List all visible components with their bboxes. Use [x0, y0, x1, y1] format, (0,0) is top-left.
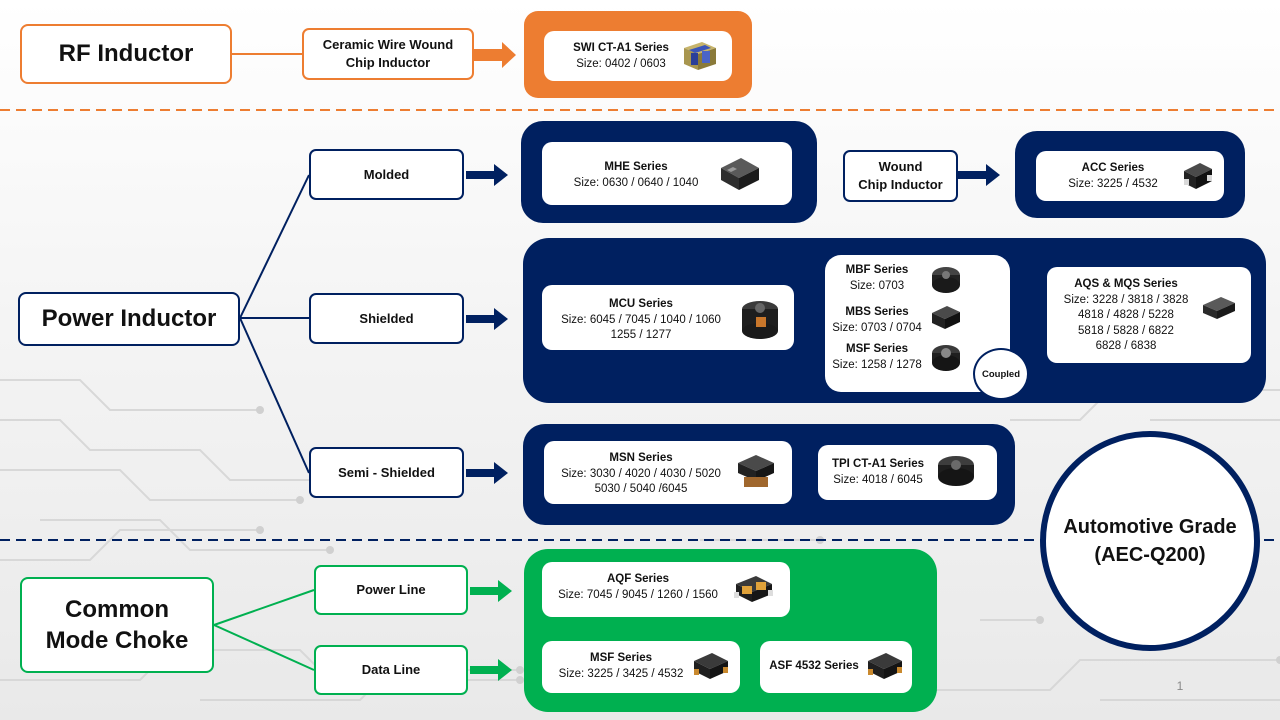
series-card-aqf[interactable]: AQF Series Size: 7045 / 9045 / 1260 / 15…: [542, 562, 790, 617]
asf-cmc-icon: [868, 653, 902, 679]
msf-shielded-inductor-icon: [932, 345, 960, 371]
series-mbf-size: Size: 0703: [849, 279, 905, 292]
shielded-drum-inductor-icon: [742, 301, 778, 339]
series-swi-size: Size: 0402 / 0603: [576, 57, 666, 70]
series-tpi-name: TPI CT-A1 Series: [831, 458, 925, 470]
category-common-mode-choke[interactable]: Common Mode Choke: [20, 577, 214, 673]
series-mbf-name: MBF Series: [845, 264, 909, 276]
molded-inductor-icon: [721, 158, 759, 190]
subtype-shielded[interactable]: Shielded: [309, 293, 464, 344]
subtype-ceramic-wire-wound[interactable]: Ceramic Wire Wound Chip Inductor: [302, 28, 474, 80]
series-msn-size-1: Size: 3030 / 4020 / 4030 / 5020: [561, 467, 721, 480]
series-aqf-name: AQF Series: [607, 573, 669, 585]
category-power-inductor[interactable]: Power Inductor: [18, 292, 240, 346]
category-rf-inductor[interactable]: RF Inductor: [20, 24, 232, 84]
series-msf-shielded-size: Size: 1258 / 1278: [832, 358, 922, 371]
series-mbs-size: Size: 0703 / 0704: [832, 321, 922, 334]
subtype-molded[interactable]: Molded: [309, 149, 464, 200]
series-acc-name: ACC Series: [1081, 162, 1145, 174]
common-mode-choke-icon: [734, 576, 773, 602]
category-cmc-label-2: Mode Choke: [45, 627, 189, 654]
series-aqs-size-3: 5818 / 5828 / 6822: [1078, 324, 1174, 337]
subtype-wound-chip-inductor[interactable]: Wound Chip Inductor: [843, 150, 958, 202]
automotive-label-1: Automotive Grade: [1063, 516, 1237, 538]
series-card-msf-cmc[interactable]: MSF Series Size: 3225 / 3425 / 4532: [542, 641, 740, 693]
wound-chip-inductor-icon: [1184, 163, 1212, 189]
series-swi-name: SWI CT-A1 Series: [573, 42, 669, 54]
subtype-power-line-label: Power Line: [356, 582, 426, 598]
subtype-ceramic-label-1: Ceramic Wire Wound: [322, 37, 454, 53]
tpi-inductor-icon: [938, 456, 974, 486]
series-card-msn[interactable]: MSN Series Size: 3030 / 4020 / 4030 / 50…: [544, 441, 792, 504]
page-number-label: 1: [1176, 679, 1184, 693]
subtype-semi-shielded-label: Semi - Shielded: [338, 464, 435, 480]
coupled-label: Coupled: [982, 368, 1020, 380]
subtype-wound-label-2: Chip Inductor: [858, 177, 943, 192]
subtype-data-line[interactable]: Data Line: [314, 645, 468, 695]
subtype-molded-label: Molded: [363, 166, 410, 182]
series-aqs-size-4: 6828 / 6838: [1095, 340, 1157, 353]
series-msf-shielded-name: MSF Series: [846, 343, 908, 355]
series-mcu-size-2: 1255 / 1277: [610, 329, 672, 342]
arrow-data-line: [470, 659, 512, 681]
arrow-wound: [958, 164, 1000, 186]
series-aqf-size: Size: 7045 / 9045 / 1260 / 1560: [558, 588, 718, 601]
series-card-tpi[interactable]: TPI CT-A1 Series Size: 4018 / 6045: [818, 445, 997, 500]
page-number: 1: [1168, 679, 1192, 695]
series-aqs-size-2: 4818 / 4828 / 5228: [1078, 309, 1174, 322]
arrow-molded: [466, 164, 508, 186]
series-mcu-size-1: Size: 6045 / 7045 / 1040 / 1060: [561, 313, 721, 326]
mbs-inductor-icon: [932, 306, 960, 329]
automotive-label-2: (AEC-Q200): [1094, 544, 1206, 566]
msn-inductor-icon: [738, 455, 774, 487]
series-aqs-name: AQS & MQS Series: [1074, 278, 1178, 290]
series-tpi-size: Size: 4018 / 6045: [833, 473, 923, 486]
series-card-aqs[interactable]: AQS & MQS Series Size: 3228 / 3818 / 382…: [1047, 267, 1251, 363]
series-msf-cmc-size: Size: 3225 / 3425 / 4532: [558, 667, 684, 680]
series-card-mcu[interactable]: MCU Series Size: 6045 / 7045 / 1040 / 10…: [542, 285, 794, 350]
series-acc-size: Size: 3225 / 4532: [1068, 177, 1158, 190]
category-power-label: Power Inductor: [41, 305, 217, 332]
subtype-power-line[interactable]: Power Line: [314, 565, 468, 615]
series-card-asf[interactable]: ASF 4532 Series: [760, 641, 912, 693]
msf-cmc-icon: [694, 653, 728, 679]
arrow-power-line: [470, 580, 512, 602]
subtype-semi-shielded[interactable]: Semi - Shielded: [309, 447, 464, 498]
series-msn-name: MSN Series: [609, 452, 673, 464]
series-mhe-name: MHE Series: [604, 161, 668, 173]
subtype-wound-label-1: Wound: [878, 159, 923, 175]
arrow-rf: [474, 42, 516, 68]
aqs-inductor-icon: [1203, 297, 1235, 319]
subtype-shielded-label: Shielded: [359, 310, 414, 326]
rf-section-divider: [0, 109, 1280, 111]
ceramic-chip-inductor-icon: [684, 42, 716, 70]
series-asf-name: ASF 4532 Series: [769, 660, 859, 672]
cmc-section-divider: [0, 539, 1280, 541]
coupled-badge: Coupled: [973, 348, 1029, 400]
series-msn-size-2: 5030 / 5040 /6045: [594, 483, 688, 496]
series-msf-cmc-name: MSF Series: [590, 652, 652, 664]
series-mcu-name: MCU Series: [609, 298, 673, 310]
series-aqs-size-1: Size: 3228 / 3818 / 3828: [1063, 293, 1189, 306]
category-cmc-label-1: Common: [65, 595, 169, 623]
subtype-ceramic-label-2: Chip Inductor: [345, 55, 431, 70]
coupled-inductors-group: MBF Series Size: 0703 MBS Series Size: 0…: [825, 255, 1010, 392]
arrow-shielded: [466, 308, 508, 330]
series-card-mhe[interactable]: MHE Series Size: 0630 / 0640 / 1040: [542, 142, 792, 205]
mbf-inductor-icon: [932, 267, 960, 293]
automotive-grade-badge: Automotive Grade (AEC-Q200): [1040, 431, 1260, 651]
subtype-data-line-label: Data Line: [361, 662, 421, 678]
arrow-semi-shielded: [466, 462, 508, 484]
series-mhe-size: Size: 0630 / 0640 / 1040: [573, 176, 699, 189]
series-card-swi[interactable]: SWI CT-A1 Series Size: 0402 / 0603: [544, 31, 732, 81]
category-rf-label: RF Inductor: [58, 40, 194, 67]
series-card-acc[interactable]: ACC Series Size: 3225 / 4532: [1036, 151, 1224, 201]
series-mbs-name: MBS Series: [845, 306, 909, 318]
